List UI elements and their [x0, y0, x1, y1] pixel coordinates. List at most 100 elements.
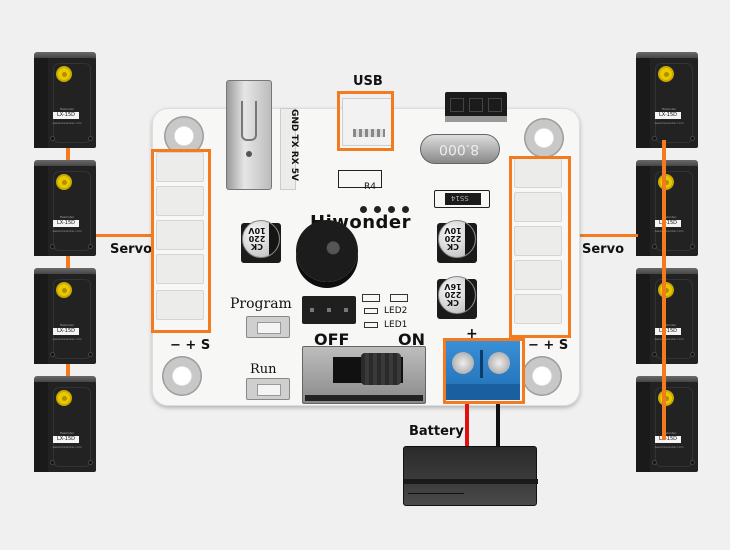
- power-plus-label: +: [466, 326, 478, 342]
- servo-url: www.hiwonder.com: [52, 445, 82, 449]
- screw-icon: [690, 460, 695, 465]
- servo-port-left-4: [156, 254, 204, 284]
- servo-url: www.hiwonder.com: [654, 445, 684, 449]
- servo-horn-icon: [56, 174, 72, 190]
- resistor-label: R4: [364, 182, 376, 192]
- switch-on-label: ON: [398, 330, 425, 349]
- battery-negative-wire: [496, 404, 500, 448]
- servo-horn-icon: [658, 390, 674, 406]
- screw-icon: [50, 136, 55, 141]
- servo-right-2: Hiwonder LX-15D www.hiwonder.com: [636, 160, 698, 256]
- servo-model-label: LX-15D: [655, 220, 681, 227]
- servo-port-left-1: [156, 152, 204, 182]
- jumper-header: [302, 296, 356, 324]
- test-pads: [360, 206, 410, 216]
- servo-brand: Hiwonder: [59, 107, 75, 111]
- servo-left-3: Hiwonder LX-15D www.hiwonder.com: [34, 268, 96, 364]
- servo-side: [34, 274, 50, 364]
- servo-url: www.hiwonder.com: [654, 229, 684, 233]
- servo-url: www.hiwonder.com: [52, 337, 82, 341]
- smd-pad-2: [390, 294, 408, 302]
- smd-pad-1: [362, 294, 380, 302]
- servo-right-1: Hiwonder LX-15D www.hiwonder.com: [636, 52, 698, 148]
- screw-icon: [652, 244, 657, 249]
- mount-hole-bottom-left: [162, 356, 202, 396]
- program-label: Program: [230, 296, 292, 312]
- servo-side: [34, 382, 50, 472]
- run-button[interactable]: [246, 378, 290, 400]
- servo-model-label: LX-15D: [53, 220, 79, 227]
- servo-horn-icon: [56, 66, 72, 82]
- capacitor-3: CK 220 16V: [434, 276, 480, 322]
- led1-label: LED1: [384, 320, 408, 330]
- servo-url: www.hiwonder.com: [52, 121, 82, 125]
- servo-top: [636, 160, 698, 168]
- servo-top: [34, 52, 96, 60]
- servo-side: [636, 274, 652, 364]
- screw-icon: [88, 460, 93, 465]
- screw-icon: [690, 136, 695, 141]
- servo-model-label: LX-15D: [655, 328, 681, 335]
- screw-icon: [88, 244, 93, 249]
- buzzer: [296, 220, 358, 282]
- servo-face: [650, 166, 698, 256]
- serial-pin-label: GND TX RX 5V: [289, 109, 299, 181]
- servo-right-4: Hiwonder LX-15D www.hiwonder.com: [636, 376, 698, 472]
- servo-port-left-5: [156, 290, 204, 320]
- power-terminal-block[interactable]: [444, 340, 520, 400]
- program-button[interactable]: [246, 316, 290, 338]
- right-chain-wire: [662, 140, 666, 440]
- servo-side: [636, 382, 652, 472]
- servo-url: www.hiwonder.com: [654, 121, 684, 125]
- servo-horn-icon: [56, 390, 72, 406]
- serial-connector: [280, 108, 296, 190]
- led1-indicator: [364, 322, 378, 328]
- screw-icon: [50, 244, 55, 249]
- servo-top: [34, 376, 96, 384]
- right-servo-to-board-wire: [574, 234, 638, 237]
- mount-hole-bottom-right: [522, 356, 562, 396]
- servo-url: www.hiwonder.com: [654, 337, 684, 341]
- led2-indicator: [364, 308, 378, 314]
- servo-model-label: LX-15D: [655, 112, 681, 119]
- capacitor-1: CK 220 10V: [238, 220, 284, 266]
- servo-model-label: LX-15D: [53, 328, 79, 335]
- screw-icon: [652, 136, 657, 141]
- crystal-oscillator: 8.000: [420, 134, 500, 164]
- pin-label-left: − + S: [170, 338, 211, 353]
- pin-header: [445, 92, 507, 122]
- screw-icon: [50, 352, 55, 357]
- screw-icon: [652, 352, 657, 357]
- servo-port-right-2: [514, 192, 562, 222]
- servo-port-right-3: [514, 226, 562, 256]
- servo-horn-icon: [56, 282, 72, 298]
- servo-port-left-2: [156, 186, 204, 216]
- diode: SS14: [434, 190, 490, 208]
- servo-brand: Hiwonder: [661, 215, 677, 219]
- pin-label-right: − + S: [528, 338, 569, 353]
- servo-side: [636, 58, 652, 148]
- servo-top: [34, 268, 96, 276]
- capacitor-2: CK 220 10V: [434, 220, 480, 266]
- servo-port-left-3: [156, 220, 204, 250]
- controller-board: GND TX RX 5V 8.000 R4 SS14 Hiwonder CK 2…: [152, 98, 580, 406]
- servo-top: [636, 268, 698, 276]
- servo-brand: Hiwonder: [661, 107, 677, 111]
- servo-port-right-4: [514, 260, 562, 290]
- usb-callout: USB: [353, 74, 383, 89]
- resistor-pad: [338, 170, 382, 188]
- highlight-power-terminal: [443, 338, 525, 404]
- left-servo-to-board-wire: [92, 234, 154, 237]
- servo-side: [636, 166, 652, 256]
- servo-horn-icon: [658, 282, 674, 298]
- servo-top: [34, 160, 96, 168]
- switch-off-label: OFF: [314, 330, 350, 349]
- power-switch[interactable]: [302, 346, 426, 404]
- battery-callout: Battery: [409, 424, 464, 439]
- micro-usb-port: [342, 98, 394, 146]
- screw-icon: [88, 136, 93, 141]
- screw-icon: [690, 244, 695, 249]
- servo-brand: Hiwonder: [59, 431, 75, 435]
- servo-model-label: LX-15D: [53, 436, 79, 443]
- servo-brand: Hiwonder: [661, 323, 677, 327]
